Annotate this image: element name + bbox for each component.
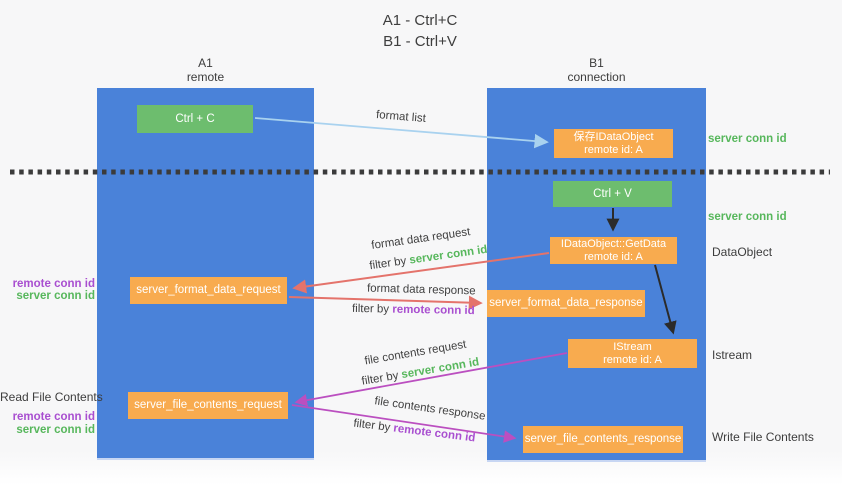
node-server-format-data-request: server_format_data_request — [130, 277, 287, 304]
arrow-getdata-to-istream — [654, 264, 677, 335]
right-label-server-conn-id-top: server conn id — [708, 133, 787, 145]
label-filter-by-remote-conn-id-1: filter by remote conn id — [352, 303, 475, 317]
column-a1-name: A1 — [198, 56, 213, 70]
node-format-request-label: server_format_data_request — [136, 284, 281, 296]
node-getdata-line2: remote id: A — [584, 250, 643, 263]
title-line-1: A1 - Ctrl+C — [382, 12, 458, 29]
left-label-read-file-contents: Read File Contents — [0, 390, 103, 404]
left-label-remote-conn-id-1: remote conn id — [12, 278, 95, 290]
left-label-remote-conn-id-2: remote conn id — [12, 411, 95, 423]
node-file-request-label: server_file_contents_request — [134, 399, 282, 411]
column-b1-subtitle: connection — [567, 70, 626, 84]
node-server-file-contents-request: server_file_contents_request — [128, 392, 288, 419]
node-istream-line1: IStream — [613, 340, 652, 353]
right-label-dataobject: DataObject — [712, 245, 773, 259]
node-file-response-label: server_file_contents_response — [524, 433, 682, 445]
right-label-write-file-contents: Write File Contents — [712, 430, 814, 444]
title-line-2: B1 - Ctrl+V — [383, 33, 457, 50]
diagram-title: A1 - Ctrl+C B1 - Ctrl+V — [300, 10, 540, 52]
arrow-format-data-request — [292, 252, 550, 294]
column-header-a1: A1 remote — [97, 56, 314, 84]
node-istream-line2: remote id: A — [603, 353, 662, 366]
node-ctrl-v-label: Ctrl + V — [593, 187, 632, 200]
node-save-idataobject: 保存IDataObject remote id: A — [554, 129, 673, 158]
arrow-file-contents-request — [294, 352, 568, 407]
node-server-file-contents-response: server_file_contents_response — [523, 426, 683, 453]
column-a1-subtitle: remote — [186, 70, 225, 84]
arrow-format-data-response — [288, 295, 483, 310]
node-getdata-line1: IDataObject::GetData — [560, 237, 667, 250]
node-save-idataobject-line2: remote id: A — [584, 143, 643, 156]
node-save-idataobject-line1: 保存IDataObject — [573, 130, 654, 143]
node-server-format-data-response: server_format_data_response — [487, 290, 645, 317]
node-format-response-label: server_format_data_response — [489, 297, 643, 309]
arrow-format-list — [254, 117, 549, 149]
arrow-file-contents-response — [291, 404, 517, 443]
filter-prefix-2: filter by — [351, 302, 393, 316]
right-label-server-conn-id-mid: server conn id — [708, 211, 787, 223]
node-idataobject-getdata: IDataObject::GetData remote id: A — [550, 237, 677, 264]
right-label-istream: Istream — [712, 348, 753, 362]
filter-keyword-remote-1: remote conn id — [392, 303, 475, 318]
node-ctrl-c-label: Ctrl + C — [175, 112, 215, 125]
node-ctrl-v: Ctrl + V — [553, 181, 672, 207]
node-ctrl-c: Ctrl + C — [137, 105, 253, 133]
node-istream: IStream remote id: A — [568, 339, 697, 368]
left-label-server-conn-id-2: server conn id — [16, 424, 95, 436]
left-label-server-conn-id-1: server conn id — [16, 290, 95, 302]
column-b1-name: B1 — [589, 56, 604, 70]
column-header-b1: B1 connection — [487, 56, 706, 84]
